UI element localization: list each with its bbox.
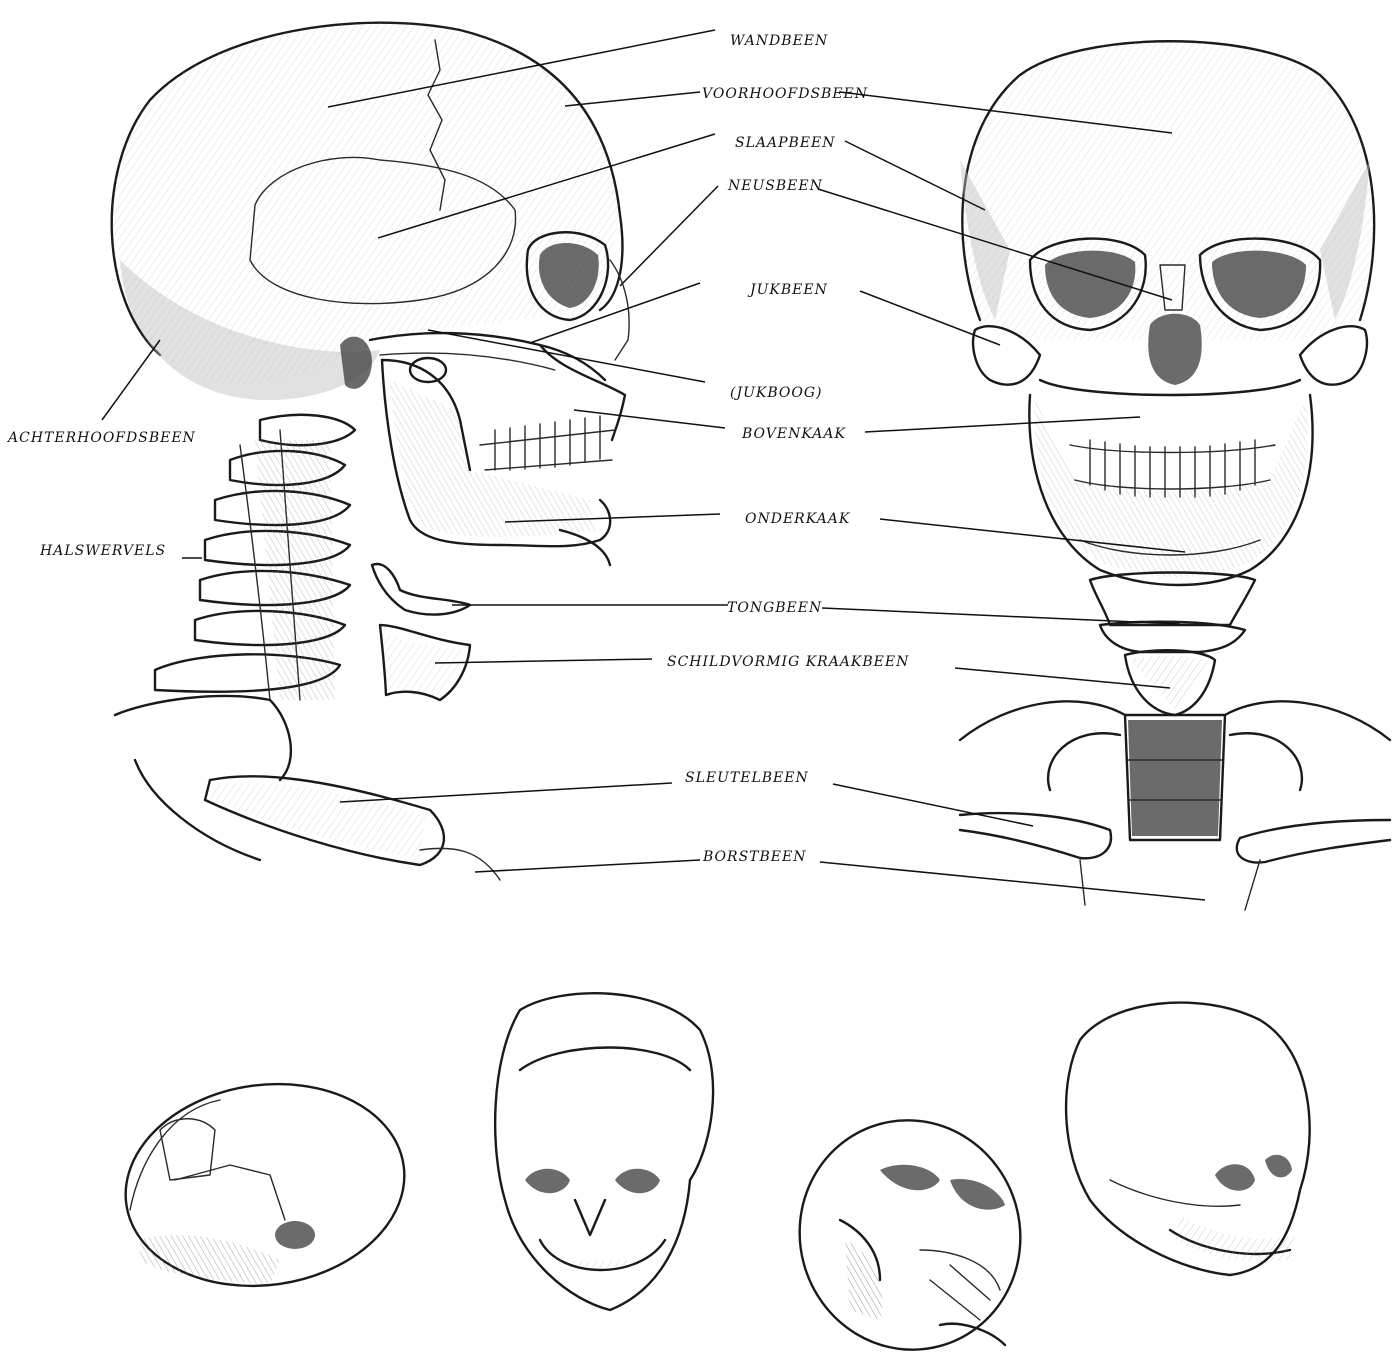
label-achterhoofdsbeen: ACHTERHOOFDSBEEN	[8, 430, 196, 446]
label-tongbeen: TONGBEEN	[727, 600, 822, 616]
side-skull	[112, 23, 629, 565]
label-sleutelbeen: SLEUTELBEEN	[685, 770, 809, 786]
front-skull	[960, 41, 1374, 585]
label-jukbeen: JUKBEEN	[750, 282, 828, 298]
label-halswervels: HALSWERVELS	[40, 543, 166, 559]
label-slaapbeen: SLAAPBEEN	[735, 135, 836, 151]
label-wandbeen: WANDBEEN	[730, 33, 828, 49]
sketch-skull-1	[112, 1066, 417, 1303]
label-borstbeen: BORSTBEEN	[703, 849, 806, 865]
sketch-skull-2	[495, 993, 713, 1310]
label-bovenkaak: BOVENKAAK	[742, 426, 846, 442]
label-schildvormig-kraakbeen: SCHILDVORMIG KRAAKBEEN	[667, 654, 909, 670]
label-jukboog: (JUKBOOG)	[730, 385, 822, 401]
side-hyoid	[372, 564, 470, 700]
sketch-skull-4	[1066, 1003, 1310, 1275]
label-neusbeen: NEUSBEEN	[728, 178, 823, 194]
side-shoulder	[115, 696, 500, 880]
label-onderkaak: ONDERKAAK	[745, 511, 850, 527]
sketch-skull-3	[774, 1095, 1046, 1364]
label-voorhoofdsbeen: VOORHOOFDSBEEN	[702, 86, 868, 102]
